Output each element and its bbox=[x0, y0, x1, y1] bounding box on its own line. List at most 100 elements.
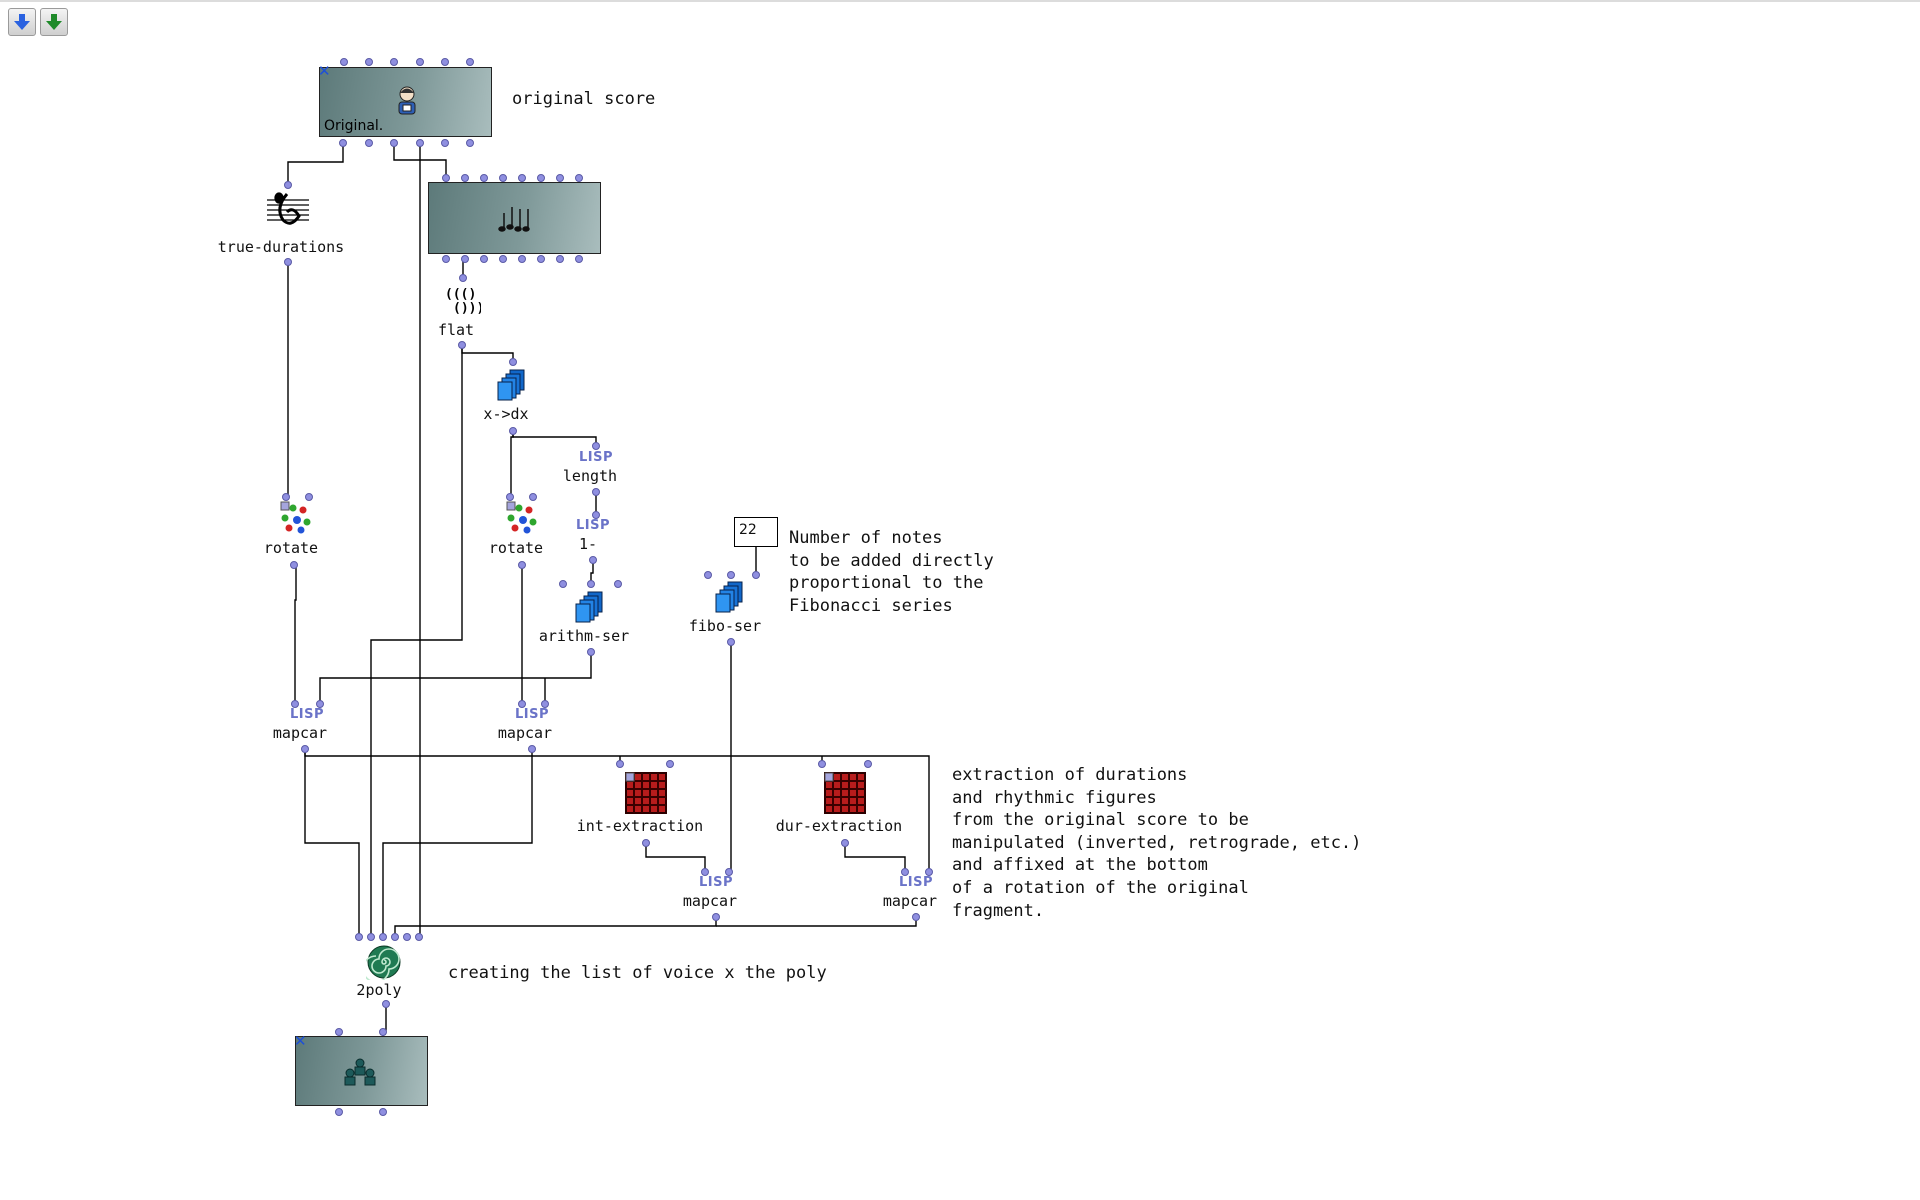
connection-pin[interactable] bbox=[442, 174, 450, 182]
connection-pin[interactable] bbox=[316, 700, 324, 708]
connection-pin[interactable] bbox=[556, 174, 564, 182]
svg-text:(((): ((() bbox=[445, 287, 476, 302]
connection-pin[interactable] bbox=[541, 700, 549, 708]
connection-pin[interactable] bbox=[559, 580, 567, 588]
connection-pin[interactable] bbox=[841, 839, 849, 847]
connection-pin[interactable] bbox=[290, 561, 298, 569]
connection-pin[interactable] bbox=[704, 571, 712, 579]
connection-pin[interactable] bbox=[382, 1000, 390, 1008]
connection-pin[interactable] bbox=[529, 493, 537, 501]
connection-pin[interactable] bbox=[712, 913, 720, 921]
connection-pin[interactable] bbox=[666, 760, 674, 768]
down-arrow-blue-icon bbox=[14, 14, 30, 30]
connection-pin[interactable] bbox=[901, 868, 909, 876]
connection-pin[interactable] bbox=[864, 760, 872, 768]
x-dx-label: x->dx bbox=[483, 405, 529, 423]
connection-pin[interactable] bbox=[727, 638, 735, 646]
number-box[interactable]: 22 bbox=[734, 517, 778, 547]
connection-pin[interactable] bbox=[403, 933, 411, 941]
connection-pin[interactable] bbox=[537, 255, 545, 263]
length-label: length bbox=[562, 467, 618, 485]
connection-pin[interactable] bbox=[616, 760, 624, 768]
connection-pin[interactable] bbox=[459, 274, 467, 282]
connection-pin[interactable] bbox=[379, 1028, 387, 1036]
rhythm-tree-box[interactable] bbox=[428, 182, 601, 254]
connection-pin[interactable] bbox=[284, 258, 292, 266]
wire bbox=[645, 843, 706, 872]
connection-pin[interactable] bbox=[575, 174, 583, 182]
connection-pin[interactable] bbox=[575, 255, 583, 263]
connection-pin[interactable] bbox=[701, 868, 709, 876]
connection-pin[interactable] bbox=[415, 933, 423, 941]
connection-pin[interactable] bbox=[499, 174, 507, 182]
mapcar-2-label: mapcar bbox=[497, 724, 553, 742]
connection-pin[interactable] bbox=[592, 488, 600, 496]
move-down-button[interactable] bbox=[8, 8, 36, 36]
connection-pin[interactable] bbox=[339, 139, 347, 147]
connection-pin[interactable] bbox=[587, 648, 595, 656]
connection-pin[interactable] bbox=[725, 868, 733, 876]
connection-pin[interactable] bbox=[301, 745, 309, 753]
connection-pin[interactable] bbox=[518, 174, 526, 182]
connection-pin[interactable] bbox=[461, 255, 469, 263]
connection-pin[interactable] bbox=[480, 255, 488, 263]
connection-pin[interactable] bbox=[925, 868, 933, 876]
connection-pin[interactable] bbox=[589, 556, 597, 564]
connection-pin[interactable] bbox=[335, 1028, 343, 1036]
connection-pin[interactable] bbox=[441, 58, 449, 66]
connection-pin[interactable] bbox=[466, 139, 474, 147]
connection-pin[interactable] bbox=[284, 181, 292, 189]
connection-pin[interactable] bbox=[458, 341, 466, 349]
connection-pin[interactable] bbox=[390, 139, 398, 147]
connection-pin[interactable] bbox=[379, 933, 387, 941]
wire bbox=[512, 431, 597, 446]
original-score-box[interactable]: Original. bbox=[319, 67, 492, 137]
connection-pin[interactable] bbox=[499, 255, 507, 263]
connection-pin[interactable] bbox=[727, 571, 735, 579]
connection-pin[interactable] bbox=[282, 493, 290, 501]
connection-pin[interactable] bbox=[390, 58, 398, 66]
connection-pin[interactable] bbox=[480, 174, 488, 182]
connection-pin[interactable] bbox=[537, 174, 545, 182]
connection-pin[interactable] bbox=[365, 139, 373, 147]
wire bbox=[382, 749, 533, 937]
connection-pin[interactable] bbox=[416, 139, 424, 147]
connection-pin[interactable] bbox=[592, 442, 600, 450]
connection-pin[interactable] bbox=[642, 839, 650, 847]
connection-pin[interactable] bbox=[518, 255, 526, 263]
close-icon[interactable]: ✕ bbox=[294, 1032, 307, 1050]
connection-pin[interactable] bbox=[509, 427, 517, 435]
connection-pin[interactable] bbox=[291, 700, 299, 708]
connection-pin[interactable] bbox=[518, 561, 526, 569]
move-down-green-button[interactable] bbox=[40, 8, 68, 36]
poly-box[interactable] bbox=[295, 1036, 428, 1106]
connection-pin[interactable] bbox=[818, 760, 826, 768]
fibo-ser-label: fibo-ser bbox=[688, 617, 762, 635]
connection-pin[interactable] bbox=[379, 1108, 387, 1116]
rotate-left-label: rotate bbox=[263, 539, 319, 557]
connection-pin[interactable] bbox=[461, 174, 469, 182]
connection-pin[interactable] bbox=[340, 58, 348, 66]
connection-pin[interactable] bbox=[441, 139, 449, 147]
connection-pin[interactable] bbox=[587, 580, 595, 588]
connection-pin[interactable] bbox=[466, 58, 474, 66]
connection-pin[interactable] bbox=[912, 913, 920, 921]
connection-pin[interactable] bbox=[518, 700, 526, 708]
connection-pin[interactable] bbox=[528, 745, 536, 753]
connection-pin[interactable] bbox=[367, 933, 375, 941]
connection-pin[interactable] bbox=[506, 493, 514, 501]
connection-pin[interactable] bbox=[355, 933, 363, 941]
arithm-ser-label: arithm-ser bbox=[538, 627, 630, 645]
connection-pin[interactable] bbox=[391, 933, 399, 941]
connection-pin[interactable] bbox=[509, 358, 517, 366]
connection-pin[interactable] bbox=[592, 511, 600, 519]
connection-pin[interactable] bbox=[442, 255, 450, 263]
close-icon[interactable]: ✕ bbox=[318, 62, 331, 80]
connection-pin[interactable] bbox=[416, 58, 424, 66]
connection-pin[interactable] bbox=[614, 580, 622, 588]
connection-pin[interactable] bbox=[556, 255, 564, 263]
connection-pin[interactable] bbox=[305, 493, 313, 501]
connection-pin[interactable] bbox=[335, 1108, 343, 1116]
connection-pin[interactable] bbox=[752, 571, 760, 579]
connection-pin[interactable] bbox=[365, 58, 373, 66]
